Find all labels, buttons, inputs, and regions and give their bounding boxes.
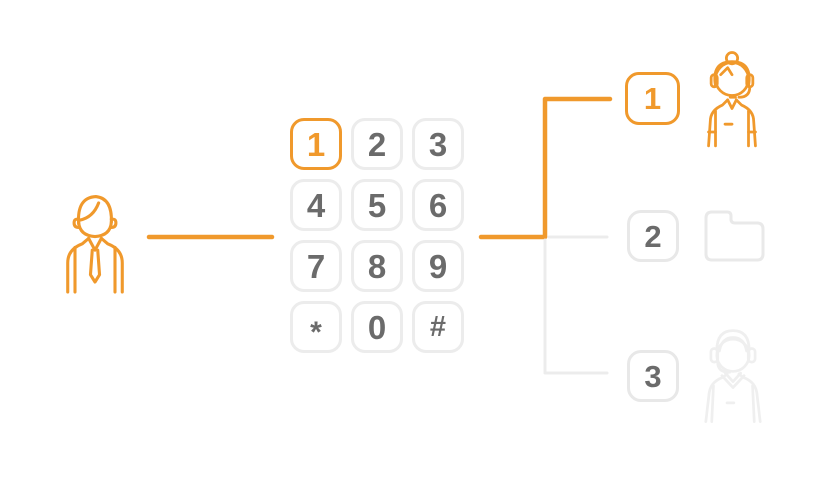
keypad-key-hash: #: [412, 301, 464, 353]
keypad-key-8: 8: [351, 240, 403, 292]
keypad-to-option-1-line: [478, 96, 613, 240]
keypad-key-9: 9: [412, 240, 464, 292]
keypad-key-star-label: *: [310, 316, 322, 349]
option-3-box: 3: [627, 350, 679, 402]
keypad-key-4: 4: [290, 179, 342, 231]
option-2-box: 2: [627, 210, 679, 262]
keypad-key-1: 1: [290, 118, 342, 170]
keypad-key-3: 3: [412, 118, 464, 170]
support-agent-female-icon: [707, 51, 757, 148]
keypad-key-6: 6: [412, 179, 464, 231]
keypad-key-7: 7: [290, 240, 342, 292]
caller-person-icon: [66, 195, 124, 294]
phone-keypad: 1 2 3 4 5 6 7 8 9 * 0 #: [290, 118, 464, 353]
keypad-key-2: 2: [351, 118, 403, 170]
option-1-box: 1: [625, 72, 680, 125]
keypad-key-5: 5: [351, 179, 403, 231]
branch-to-option-3-line: [543, 238, 609, 375]
keypad-key-star: *: [290, 301, 342, 353]
folder-icon: [704, 210, 765, 262]
keypad-key-0: 0: [351, 301, 403, 353]
support-agent-male-icon: [704, 329, 762, 423]
